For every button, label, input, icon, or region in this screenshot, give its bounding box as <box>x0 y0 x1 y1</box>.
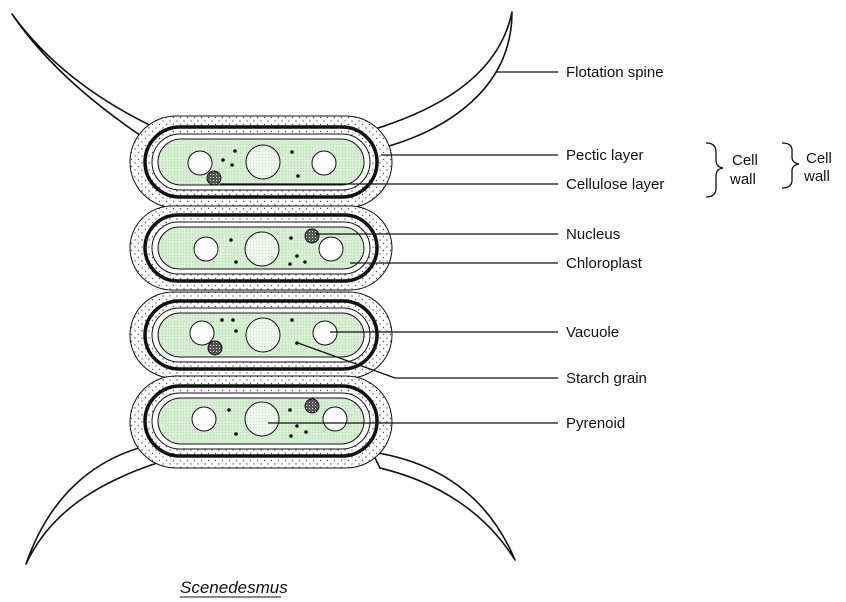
label-cell-wall-inner-line1: Cell <box>732 152 758 169</box>
label-starch-grain: Starch grain <box>566 370 647 387</box>
cell-1 <box>130 116 392 208</box>
spine-bottom-right <box>372 452 515 560</box>
label-cell-wall-outer-line1: Cell <box>806 150 832 167</box>
label-pectic-layer: Pectic layer <box>566 147 644 164</box>
nucleus <box>305 399 319 413</box>
vacuole <box>188 151 212 175</box>
vacuole <box>194 237 218 261</box>
spine-top-left <box>12 14 160 142</box>
vacuole <box>319 237 343 261</box>
vacuole <box>313 321 337 345</box>
vacuole <box>190 321 214 345</box>
diagram-title: Scenedesmus <box>180 578 288 597</box>
label-chloroplast: Chloroplast <box>566 255 643 272</box>
spine-bottom-left <box>26 445 160 564</box>
cell-wall-outer-brace <box>782 143 799 188</box>
label-cell-wall-inner-line2: wall <box>729 171 756 188</box>
label-cell-wall-outer-line2: wall <box>803 168 830 185</box>
cell-3 <box>130 292 392 378</box>
pyrenoid <box>246 318 280 352</box>
nucleus <box>208 341 222 355</box>
nucleus <box>305 229 319 243</box>
spine-top-right <box>372 12 512 148</box>
cell-wall-inner-brace <box>706 143 723 197</box>
labels: Flotation spine Pectic layer Cellulose l… <box>566 64 832 432</box>
vacuole <box>323 407 347 431</box>
label-pyrenoid: Pyrenoid <box>566 415 625 432</box>
cell-2 <box>130 206 392 290</box>
cells <box>130 116 392 468</box>
cell-4 <box>130 376 392 468</box>
label-nucleus: Nucleus <box>566 226 620 243</box>
pyrenoid <box>245 232 279 266</box>
vacuole <box>192 407 216 431</box>
nucleus <box>207 171 221 185</box>
pyrenoid <box>245 402 279 436</box>
pyrenoid <box>246 145 280 179</box>
label-cellulose-layer: Cellulose layer <box>566 176 664 193</box>
label-flotation-spine: Flotation spine <box>566 64 664 81</box>
vacuole <box>312 151 336 175</box>
label-vacuole: Vacuole <box>566 324 619 341</box>
